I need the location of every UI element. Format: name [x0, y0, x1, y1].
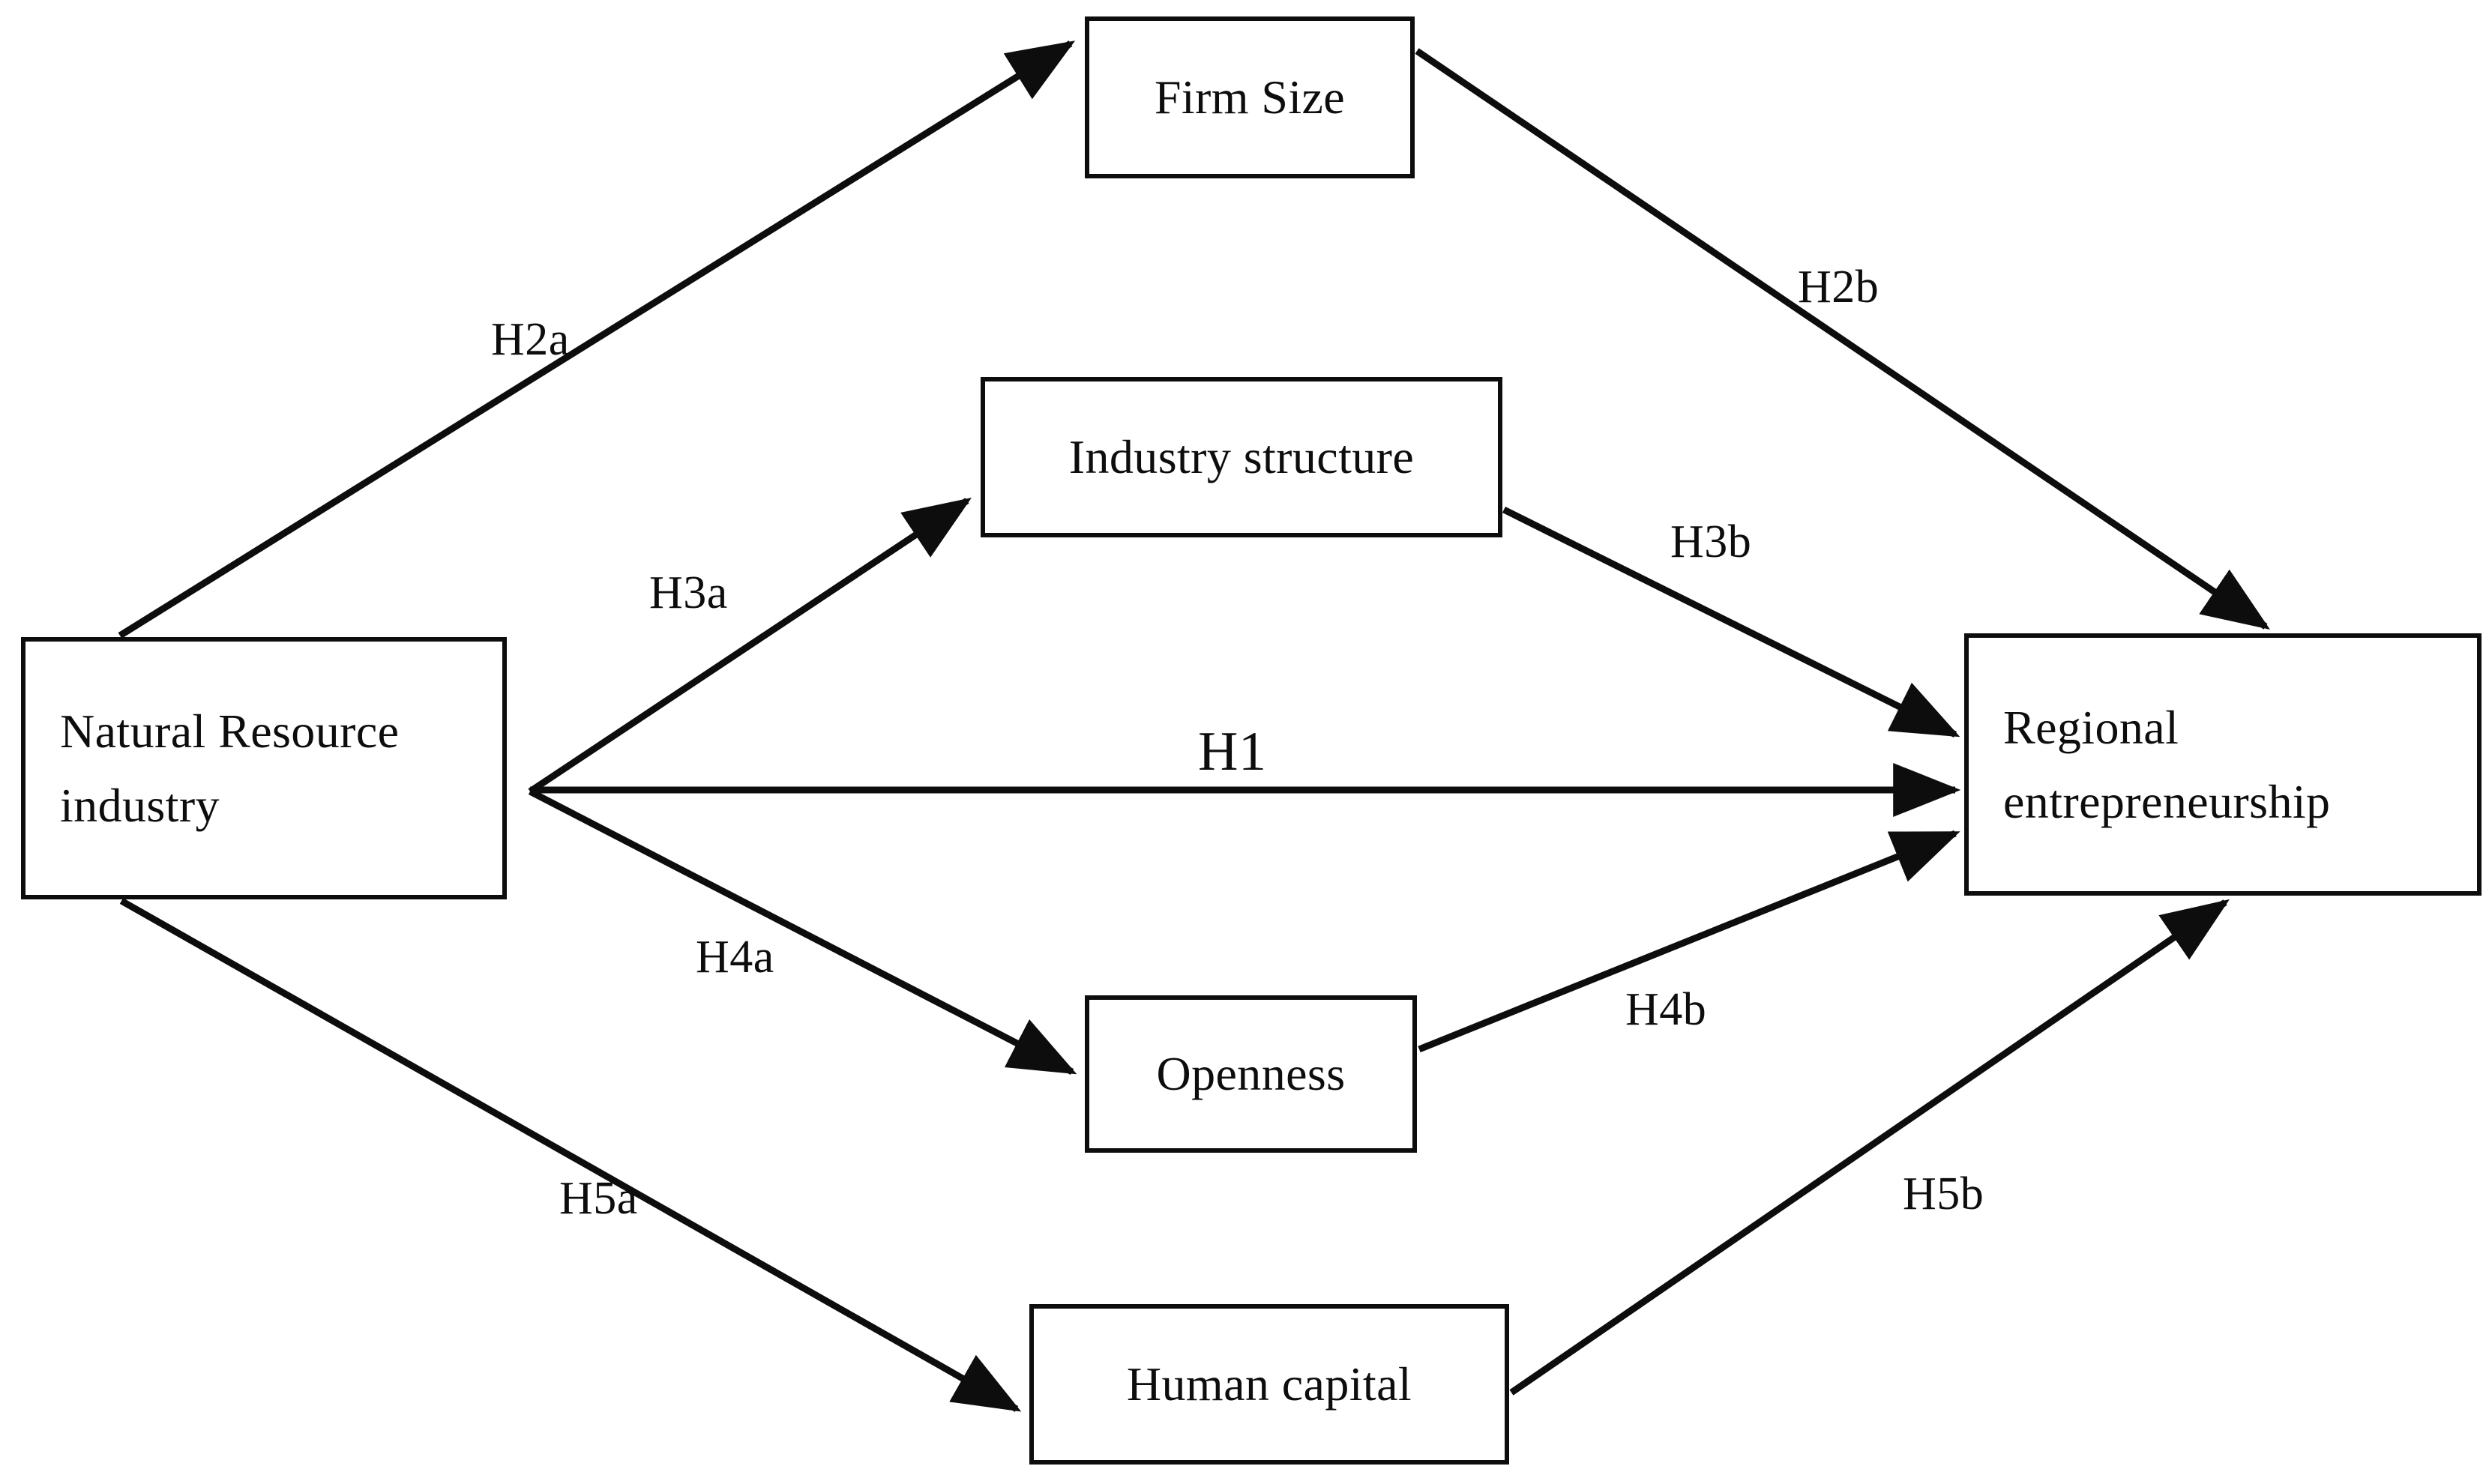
edge-h4a-line [528, 788, 1077, 1075]
node-firm-size[interactable]: Firm Size [1085, 16, 1415, 178]
edge-label-h3b: H3b [1670, 516, 1752, 567]
edge-label-h2a: H2a [491, 314, 570, 365]
edge-h5b-line [1509, 899, 2230, 1396]
edge-h4b-line [1418, 830, 1960, 1053]
edge-label-h2b: H2b [1798, 262, 1879, 313]
edge-h5a-line [119, 898, 1022, 1412]
edge-h3a-line [528, 498, 972, 794]
node-label-industry-structure: Industry structure [1068, 430, 1415, 484]
node-label-firm-size: Firm Size [1154, 70, 1346, 124]
node-natural-resource-industry[interactable]: Natural Resource industry [21, 637, 507, 899]
node-label-natural-resource-industry: Natural Resource industry [60, 704, 400, 832]
edge-h3b-line [1502, 506, 1960, 738]
edge-label-h5a: H5a [559, 1173, 638, 1224]
edge-label-h4a: H4a [696, 932, 774, 983]
edge-h2a-line [118, 40, 1076, 639]
node-label-human-capital: Human capital [1126, 1357, 1412, 1411]
node-label-openness: Openness [1156, 1047, 1346, 1101]
node-label-regional-entrepreneurship: Regional entrepreneurship [2003, 700, 2331, 828]
edge-label-h3a: H3a [649, 567, 728, 618]
edge-label-h5b: H5b [1903, 1168, 1984, 1219]
edge-h2b-line [1415, 48, 2270, 630]
edge-label-h1: H1 [1198, 721, 1267, 782]
edge-label-h4b: H4b [1625, 984, 1707, 1035]
node-regional-entrepreneurship[interactable]: Regional entrepreneurship [1964, 633, 2482, 896]
node-human-capital[interactable]: Human capital [1029, 1304, 1509, 1465]
node-openness[interactable]: Openness [1085, 995, 1417, 1153]
node-industry-structure[interactable]: Industry structure [981, 377, 1502, 537]
